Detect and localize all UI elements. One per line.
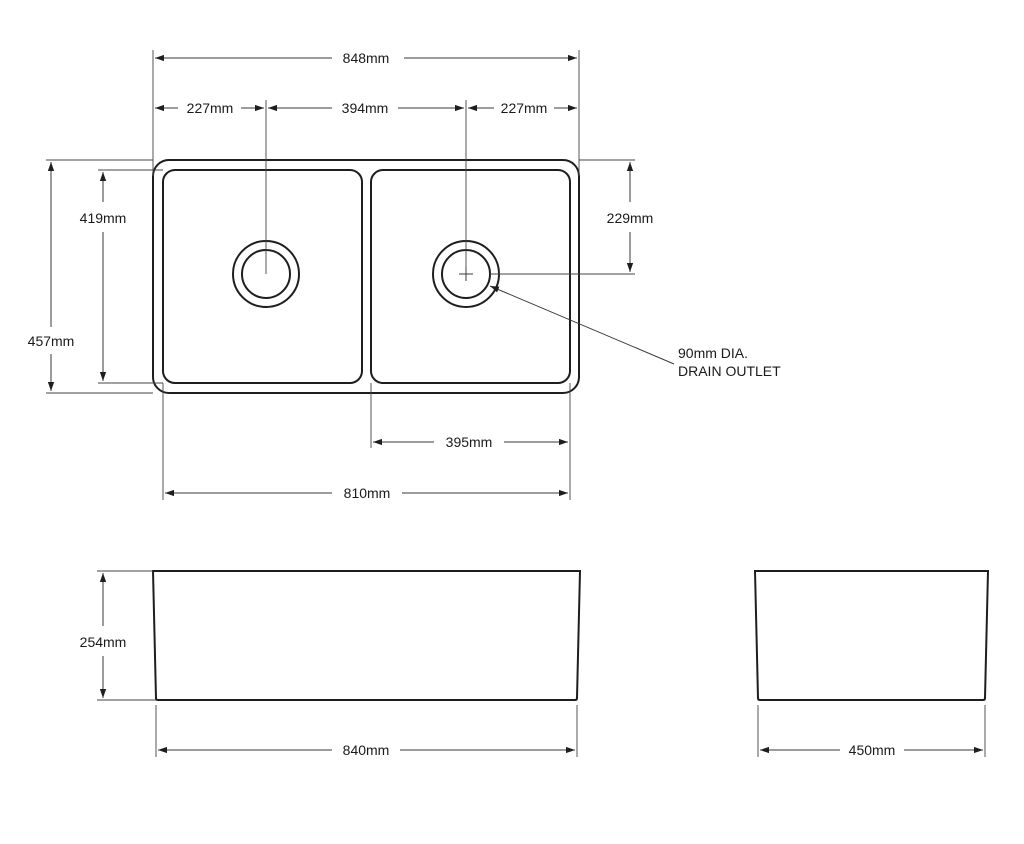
dim-drain-positions: 227mm 394mm 227mm: [155, 100, 577, 116]
drain-callout: 90mm DIA. DRAIN OUTLET: [489, 285, 781, 379]
front-elevation: 254mm 840mm: [80, 570, 582, 758]
side-view-outline: [753, 570, 990, 701]
dim-inner-length: 810mm: [165, 485, 568, 501]
dim-label-394: 394mm: [342, 100, 389, 116]
left-bowl-outline: [162, 169, 363, 384]
dim-label-840: 840mm: [343, 742, 390, 758]
dim-label-419: 419mm: [80, 210, 127, 226]
dim-label-227-left: 227mm: [187, 100, 234, 116]
dim-overall-length: 848mm: [155, 50, 577, 66]
side-elevation: 450mm: [753, 570, 990, 758]
right-bowl-outline: [370, 169, 571, 384]
dim-label-254: 254mm: [80, 634, 127, 650]
sink-outer-outline: [152, 159, 580, 394]
drain-note-line1: 90mm DIA.: [678, 345, 748, 361]
dim-drain-from-back: 229mm: [607, 162, 654, 272]
dim-height: 254mm: [80, 573, 127, 698]
dim-front-length: 840mm: [158, 742, 575, 758]
dim-label-395: 395mm: [446, 434, 493, 450]
dim-label-450: 450mm: [849, 742, 896, 758]
dim-label-848: 848mm: [343, 50, 390, 66]
plan-view: 848mm 227mm 394mm 227mm 457mm: [28, 50, 781, 501]
dim-label-227-right: 227mm: [501, 100, 548, 116]
drain-note-line2: DRAIN OUTLET: [678, 363, 781, 379]
dim-label-229: 229mm: [607, 210, 654, 226]
dim-side-width: 450mm: [760, 742, 983, 758]
dim-label-810: 810mm: [344, 485, 391, 501]
dim-label-457: 457mm: [28, 333, 75, 349]
dim-overall-depth: 457mm: [28, 162, 75, 391]
dim-right-bowl-length: 395mm: [373, 434, 568, 450]
dim-bowl-depth: 419mm: [80, 172, 127, 381]
front-view-outline: [151, 570, 582, 701]
